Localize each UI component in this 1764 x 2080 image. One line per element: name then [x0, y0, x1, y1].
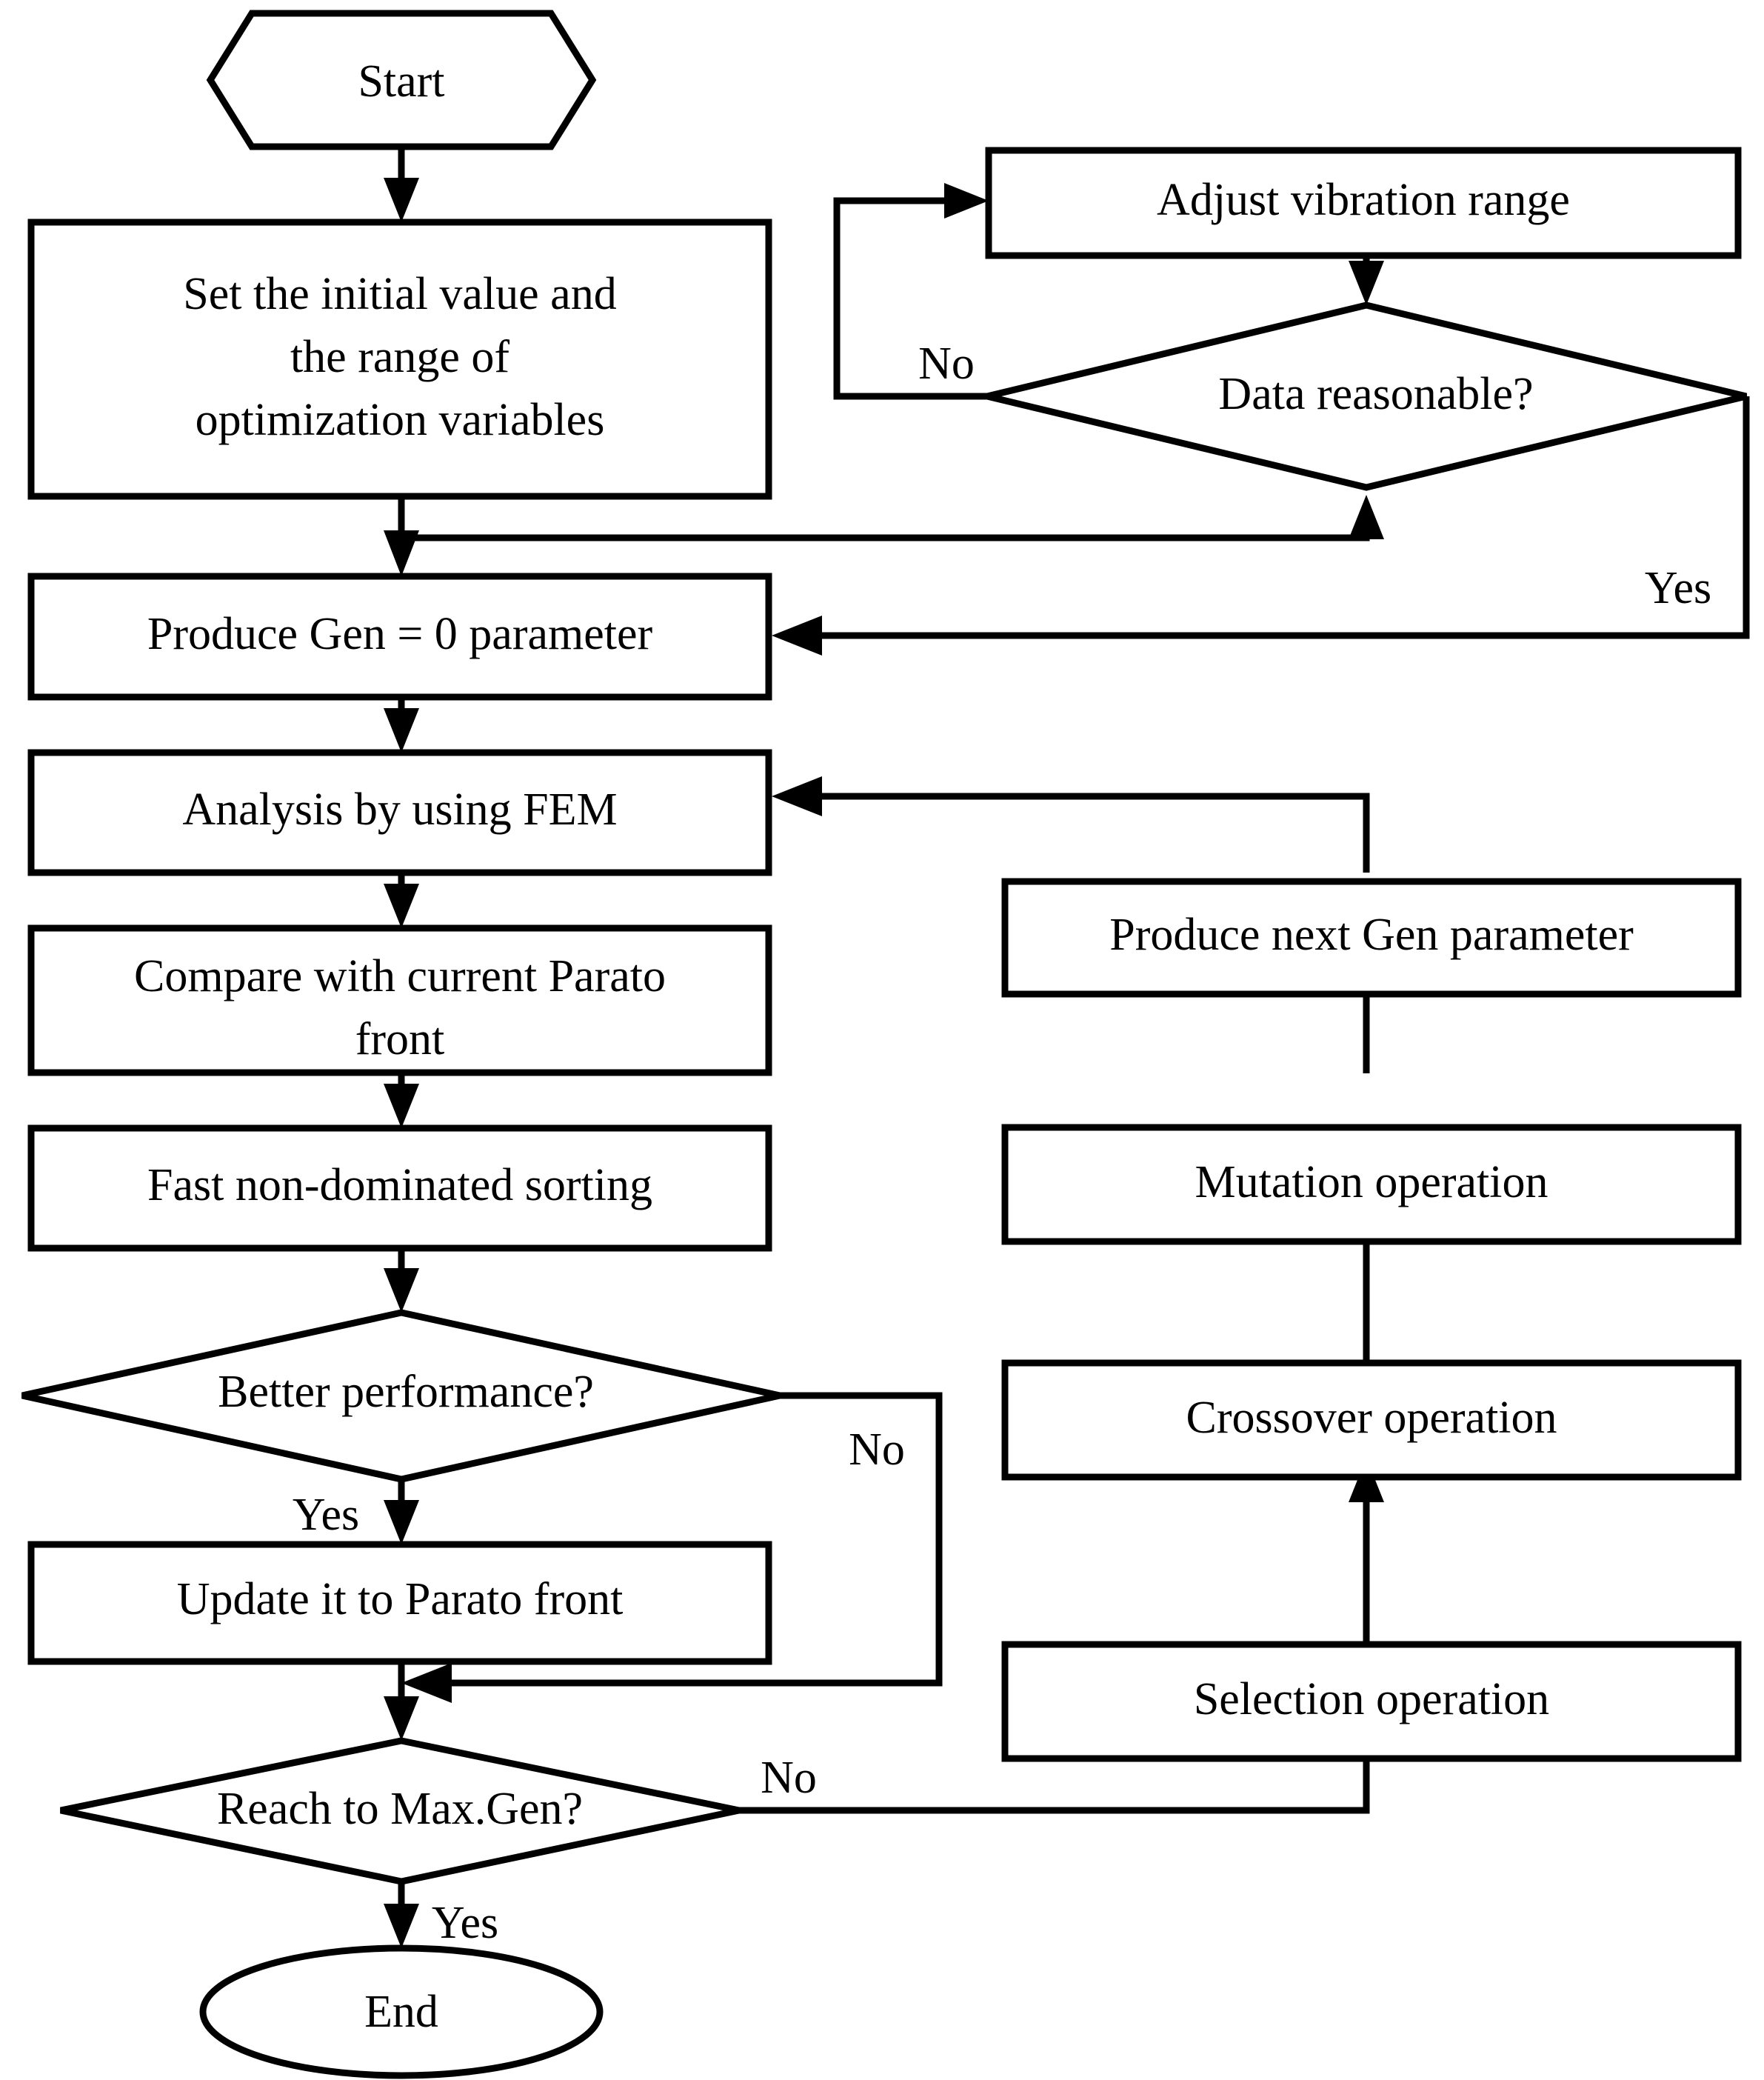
edge-label-reach-max-gen-yes: Yes [432, 1898, 498, 1948]
node-update-parato-label: Update it to Parato front [177, 1574, 624, 1624]
node-set-initial-line1: Set the initial value and [183, 269, 616, 319]
edge-set-initial-to-data-reasonable [401, 495, 1384, 541]
edge-reach-max-gen-yes [384, 1881, 419, 1948]
node-end-label: End [364, 1987, 438, 2037]
node-set-initial-line3: optimization variables [196, 395, 605, 445]
node-reach-max-gen[interactable]: Reach to Max.Gen? [60, 1737, 740, 1885]
edge-better-performance-no [401, 1392, 943, 1703]
node-better-performance[interactable]: Better performance? [21, 1309, 781, 1483]
node-produce-gen0-label: Produce Gen = 0 parameter [147, 609, 653, 659]
edge-data-reasonable-yes [772, 396, 1750, 656]
node-produce-gen0[interactable]: Produce Gen = 0 parameter [27, 573, 772, 701]
node-compare-parato-line2: front [355, 1014, 445, 1064]
node-mutation[interactable]: Mutation operation [1001, 1124, 1742, 1245]
node-adjust-vibration-range[interactable]: Adjust vibration range [985, 147, 1742, 259]
node-end[interactable]: End [199, 1944, 604, 2079]
edge-label-data-reasonable-no: No [918, 339, 975, 389]
node-analysis-fem[interactable]: Analysis by using FEM [27, 749, 772, 876]
node-compare-parato-line1: Compare with current Parato [134, 951, 666, 1001]
edge-update-to-reach-max-gen [384, 1661, 419, 1741]
edge-selection-to-crossover [1349, 1458, 1384, 1648]
node-start-label: Start [358, 56, 444, 107]
node-data-reasonable[interactable]: Data reasonable? [986, 301, 1748, 491]
node-set-initial-value[interactable]: Set the initial value and the range of o… [27, 219, 772, 500]
node-compare-parato[interactable]: Compare with current Parato front [27, 924, 772, 1076]
node-reach-max-gen-label: Reach to Max.Gen? [217, 1784, 583, 1834]
edge-compare-to-sorting [384, 1073, 419, 1128]
edge-label-reach-max-gen-no: No [761, 1753, 817, 1803]
edge-analysis-to-compare [384, 873, 419, 928]
edge-better-performance-yes [384, 1479, 419, 1544]
edge-start-to-set-initial [384, 147, 419, 222]
edge-produce-gen0-to-analysis [384, 697, 419, 753]
edge-label-better-performance-yes: Yes [293, 1490, 359, 1540]
node-fast-sorting-label: Fast non-dominated sorting [147, 1160, 652, 1210]
node-mutation-label: Mutation operation [1195, 1157, 1548, 1207]
node-selection[interactable]: Selection operation [1001, 1641, 1742, 1762]
node-selection-label: Selection operation [1194, 1674, 1549, 1724]
edge-label-better-performance-no: No [849, 1424, 905, 1475]
node-start[interactable]: Start [206, 10, 597, 150]
edge-label-data-reasonable-yes: Yes [1645, 563, 1711, 613]
edge-sorting-to-better-performance [384, 1248, 419, 1313]
node-crossover-label: Crossover operation [1186, 1393, 1557, 1443]
node-set-initial-line2: the range of [290, 332, 510, 382]
node-crossover[interactable]: Crossover operation [1001, 1359, 1742, 1481]
edge-produce-next-gen-to-analysis [772, 776, 1370, 873]
node-fast-sorting[interactable]: Fast non-dominated sorting [27, 1124, 772, 1252]
node-better-performance-label: Better performance? [218, 1367, 594, 1417]
edge-set-initial-to-produce-gen0 [384, 496, 419, 576]
node-adjust-vibration-label: Adjust vibration range [1157, 175, 1570, 225]
edge-data-reasonable-no [833, 183, 989, 400]
node-data-reasonable-label: Data reasonable? [1218, 369, 1533, 419]
node-analysis-fem-label: Analysis by using FEM [182, 784, 617, 835]
edge-adjust-to-data-reasonable [1349, 256, 1384, 305]
node-produce-next-gen[interactable]: Produce next Gen parameter [1001, 878, 1742, 998]
node-produce-next-gen-label: Produce next Gen parameter [1109, 910, 1634, 960]
node-update-parato[interactable]: Update it to Parato front [27, 1541, 772, 1665]
